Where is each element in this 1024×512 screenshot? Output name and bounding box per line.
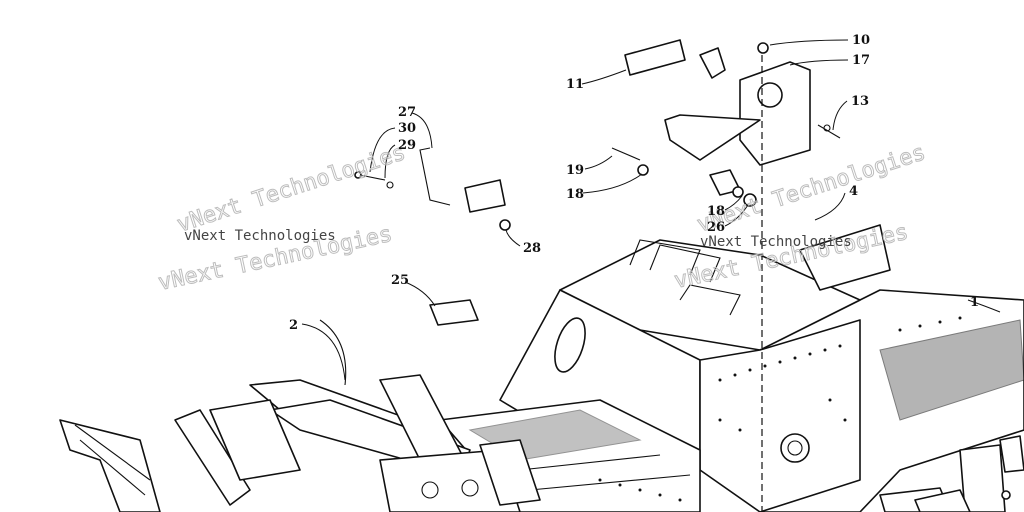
callout-11: 11 [566,77,584,92]
callout-27: 27 [398,105,416,120]
callout-25: 25 [391,273,409,288]
watermark-text-left: vNext Technologies [184,228,336,244]
callout-18-left: 18 [566,187,584,202]
callout-30: 30 [398,121,416,136]
callout-13: 13 [851,94,869,109]
watermark-text-right: vNext Technologies [700,234,852,250]
callout-19: 19 [566,163,584,178]
right-hardware [879,435,1024,512]
callout-labels: 10 17 11 13 19 18 18 26 4 1 2 25 27 30 2… [289,33,979,333]
watermark-left: vNext Technologies vNext Technologies vN… [156,140,410,297]
callout-17: 17 [852,53,870,68]
callout-1: 1 [970,295,979,310]
callout-28: 28 [523,241,541,256]
callout-18-right: 18 [707,204,725,219]
plate-25 [429,299,479,326]
front-suspension [59,319,541,512]
leader-lines [301,39,1001,381]
callout-10: 10 [852,33,870,48]
callout-4: 4 [849,184,858,199]
steering-bracket [611,39,841,512]
throttle-linkage [354,147,511,231]
rivet-holes [598,316,962,502]
watermark-outline-left: vNext Technologies [174,140,408,237]
callout-26: 26 [707,220,725,235]
callout-2: 2 [289,318,298,333]
callout-29: 29 [398,138,416,153]
